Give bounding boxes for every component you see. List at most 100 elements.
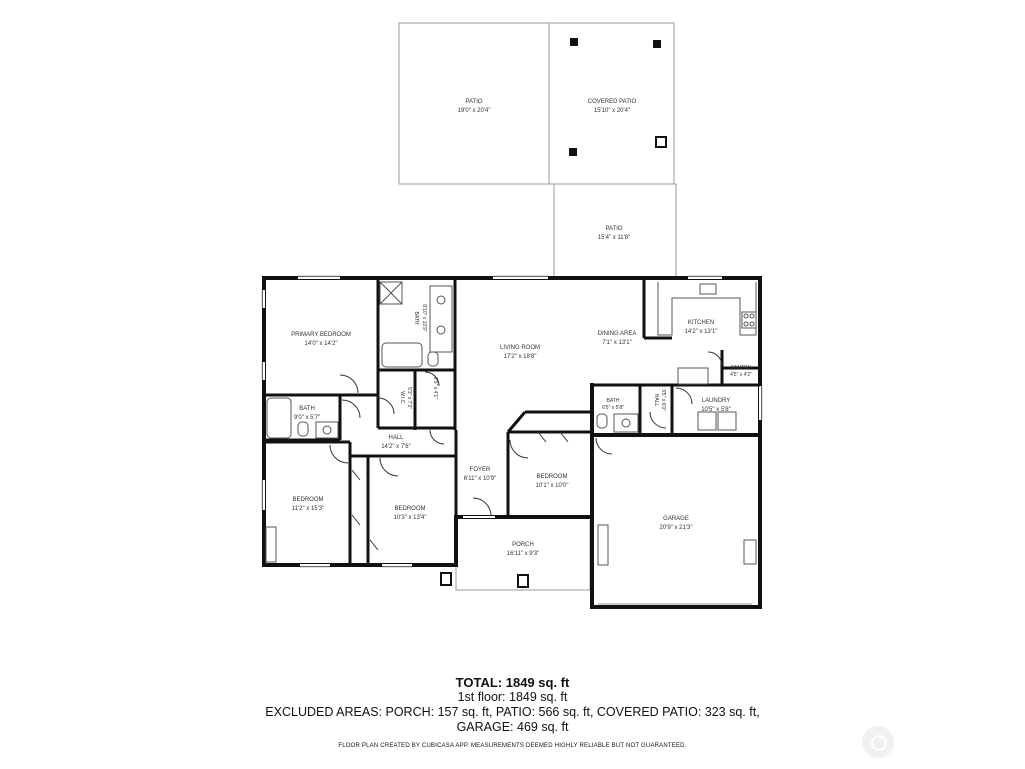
- dim-bedroom-mid: 10'3" x 13'4": [394, 515, 427, 521]
- post-marker: [655, 136, 667, 148]
- burner: [743, 321, 749, 327]
- sink: [436, 295, 446, 305]
- door-swing: [341, 399, 361, 419]
- bifold-door: [351, 514, 361, 526]
- label-covered-patio: COVERED PATIO: [588, 99, 637, 105]
- bathtub: [381, 342, 423, 368]
- dim-covered-patio: 15'10" x 20'4": [594, 108, 630, 114]
- label-foyer: FOYER: [470, 467, 491, 473]
- washer: [697, 411, 717, 431]
- bifold-door: [537, 431, 547, 443]
- door-swing: [472, 497, 492, 517]
- dim-hall: 14'2" x 7'6": [381, 444, 411, 450]
- label-bath-mid: BATH: [607, 398, 620, 404]
- dim-bedroom-center: 10'1" x 10'0": [536, 483, 569, 489]
- sink: [436, 325, 446, 335]
- dim-bath-primary: 8'10" x 10'9": [421, 304, 427, 332]
- disclaimer: FLOOR PLAN CREATED BY CUBICASA APP. MEAS…: [338, 743, 687, 749]
- dim-small-closet: 2'5" x 4'1": [432, 377, 438, 399]
- burner: [743, 313, 749, 319]
- doors: [329, 351, 752, 605]
- stove: [741, 311, 757, 329]
- label-porch: PORCH: [512, 542, 534, 548]
- vanity: [429, 285, 453, 353]
- dim-wic: 5'3" x 7'3": [406, 387, 412, 409]
- door-swing: [329, 444, 349, 464]
- wall: [506, 411, 527, 433]
- door-swing: [595, 437, 613, 455]
- post-marker: [569, 148, 577, 156]
- excluded-areas: EXCLUDED AREAS: PORCH: 157 sq. ft, PATIO…: [265, 705, 760, 719]
- door-swing: [707, 351, 723, 367]
- dim-bedroom-left: 11'2" x 15'3": [292, 506, 324, 512]
- label-hall-small: HALL: [653, 394, 659, 407]
- interior-walls: [264, 278, 760, 565]
- sink: [322, 425, 332, 435]
- label-living-room: LIVING ROOM: [500, 345, 540, 351]
- dim-foyer: 6'11" x 10'9": [464, 476, 496, 482]
- room-labels: PATIO 19'0" x 20'4" COVERED PATIO 15'10"…: [291, 99, 752, 557]
- label-dining-area: DINING AREA: [598, 331, 637, 337]
- window-frames: [261, 275, 763, 568]
- patio-posts: [440, 38, 667, 588]
- door-swing: [339, 374, 359, 394]
- door-swing: [424, 371, 440, 387]
- dim-porch: 16'11" x 9'3": [507, 551, 539, 557]
- door-swing: [377, 397, 395, 415]
- dim-bath-hall: 9'0" x 5'7": [294, 415, 320, 421]
- garage-wall: [590, 383, 762, 609]
- dim-living-room: 17'2" x 18'8": [504, 354, 537, 360]
- kitchen-counter: [657, 282, 757, 336]
- label-patio-mid: PATIO: [605, 226, 622, 232]
- porch-post-marker: [440, 572, 452, 586]
- dryer: [717, 411, 737, 431]
- label-bedroom-left: BEDROOM: [292, 497, 323, 503]
- label-kitchen: KITCHEN: [688, 320, 714, 326]
- label-wic: W.I.C.: [399, 391, 405, 405]
- label-bedroom-center: BEDROOM: [536, 474, 567, 480]
- door-swing: [649, 411, 667, 429]
- label-garage: GARAGE: [663, 516, 689, 522]
- watermark-logo-icon: [862, 726, 894, 758]
- total-area: TOTAL: 1849 sq. ft: [455, 675, 570, 690]
- toilet: [297, 421, 309, 437]
- vanity: [315, 421, 339, 439]
- toilet: [596, 413, 608, 429]
- garage-water-heater: [743, 539, 757, 565]
- dim-garage: 20'9" x 21'3": [660, 525, 693, 531]
- dim-dining-area: 7'1" x 13'1": [602, 340, 632, 346]
- label-hall: HALL: [388, 435, 404, 441]
- toilet: [427, 351, 439, 367]
- post-marker: [570, 38, 578, 46]
- shower: [379, 281, 403, 305]
- post-marker: [653, 40, 661, 48]
- bathtub: [266, 397, 292, 439]
- dim-patio-left: 19'0" x 20'4": [458, 108, 491, 114]
- shower-drain: [379, 281, 403, 305]
- label-primary-bedroom: PRIMARY BEDROOM: [291, 332, 351, 338]
- windows: [263, 277, 761, 566]
- door-swing: [429, 429, 445, 445]
- sink: [621, 418, 631, 428]
- dim-laundry: 10'5" x 5'8": [701, 407, 731, 413]
- north-west-wall: [262, 276, 762, 437]
- porch-post-marker: [517, 574, 529, 588]
- closet-rod: [265, 526, 277, 563]
- burner: [749, 321, 755, 327]
- label-laundry: LAUNDRY: [702, 398, 731, 404]
- door-swing: [675, 387, 693, 405]
- dim-pantry: 4'5" x 4'2": [730, 372, 752, 378]
- label-bath-primary: BATH: [413, 312, 419, 325]
- dim-primary-bedroom: 14'0" x 14'2": [305, 341, 338, 347]
- dim-patio-mid: 15'4" x 11'8": [598, 235, 630, 241]
- door-swing: [509, 439, 529, 459]
- dim-kitchen: 14'2" x 13'1": [685, 329, 718, 335]
- label-patio-left: PATIO: [465, 99, 482, 105]
- vanity: [613, 413, 639, 433]
- door-swing: [379, 457, 399, 477]
- bifold-door: [369, 539, 379, 551]
- garage-shelf: [597, 524, 609, 566]
- label-bath-hall: BATH: [299, 406, 315, 412]
- first-floor-area: 1st floor: 1849 sq. ft: [457, 690, 568, 704]
